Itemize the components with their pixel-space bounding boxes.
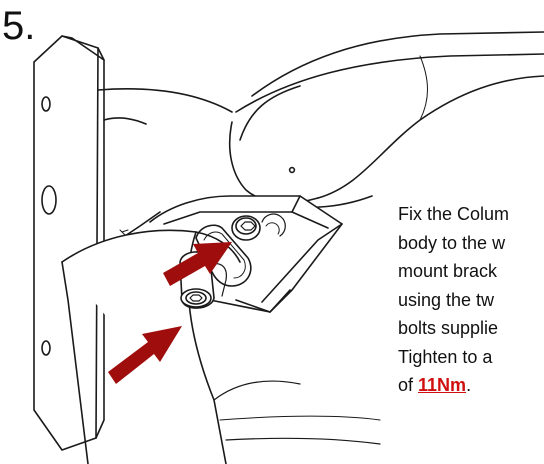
instruction-line: Fix the Colum — [398, 204, 510, 224]
instruction-last-line: of 11Nm. — [398, 371, 544, 400]
instruction-prefix: of — [398, 375, 419, 395]
instruction-line: body to the w — [398, 232, 506, 253]
instruction-line: bolts supplie — [398, 318, 499, 338]
column-body-lower — [61, 229, 381, 464]
arrow-icon — [163, 242, 232, 286]
instruction-line: using the tw — [398, 289, 495, 310]
instruction-text: Fix the Colum body to the w mount brack … — [398, 200, 544, 400]
instruction-line: Tighten to a — [398, 346, 493, 367]
instruction-suffix: . — [466, 375, 472, 395]
arrow-icon — [108, 326, 182, 384]
torque-value: 11Nm — [418, 375, 467, 395]
column-body-upper — [228, 31, 544, 208]
wall-mount-plate — [33, 35, 105, 451]
instruction-line: mount brack — [398, 261, 498, 281]
step-number: 5. — [2, 4, 36, 48]
